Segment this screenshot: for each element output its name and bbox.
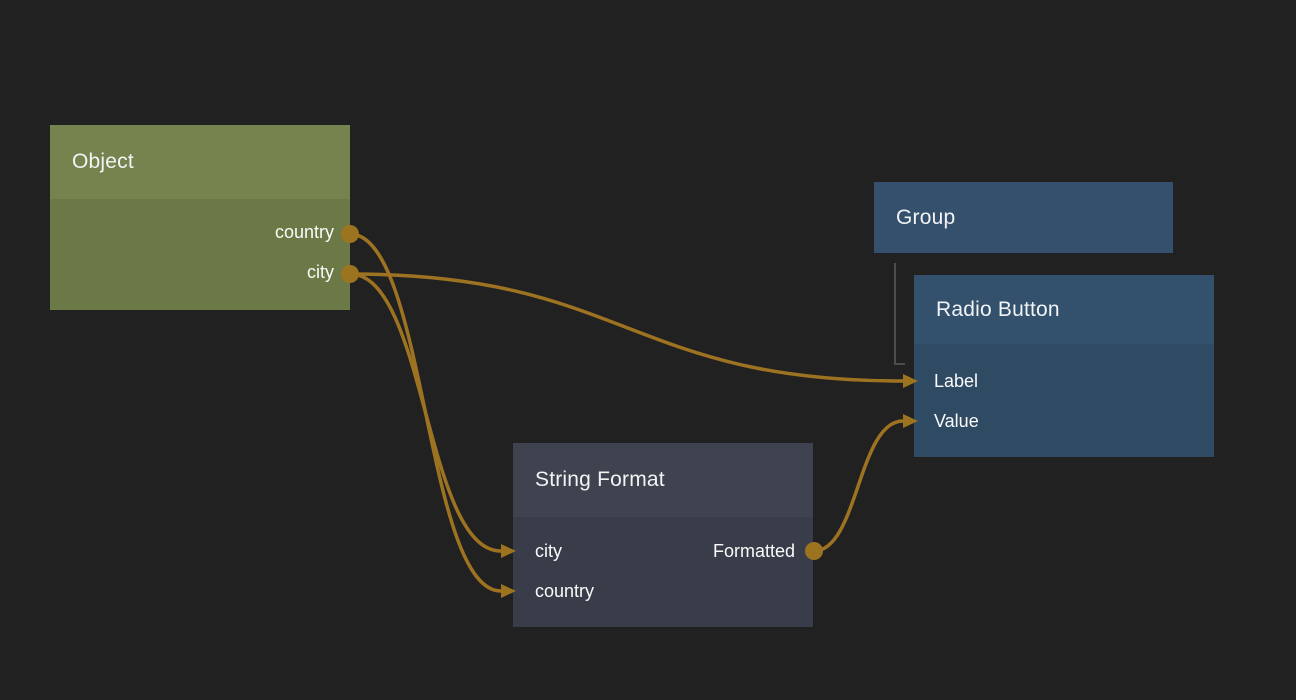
port-row-country: country [50,212,350,252]
node-string-format[interactable]: String Format city Formatted country [513,443,813,627]
wire-formatted-to-radio-value[interactable] [812,419,905,553]
node-object-header[interactable]: Object [50,125,350,199]
node-object-body: country city [50,199,350,310]
node-string-format-body: city Formatted country [513,517,813,627]
group-link-connector [894,263,905,365]
port-row-city-formatted: city Formatted [513,531,813,571]
port-row-country: country [513,571,813,611]
input-port-label-label: Label [934,370,979,391]
node-object-title: Object [72,150,134,173]
node-radio-button-body: Label Value [914,344,1214,457]
port-row-value: Value [914,401,1214,441]
node-group-title: Group [896,205,956,229]
input-port-label-country: country [535,580,595,601]
output-port-label-country: country [274,221,334,242]
node-string-format-title: String Format [535,468,665,491]
input-port-label-city: city [535,540,562,561]
wire-city-to-radio-label[interactable] [348,272,905,383]
port-row-label: Label [914,361,1214,401]
node-radio-button-header[interactable]: Radio Button [914,275,1214,344]
node-group[interactable]: Group [874,182,1173,253]
node-string-format-header[interactable]: String Format [513,443,813,517]
wire-city-to-stringformat-city[interactable] [348,272,503,553]
port-row-city: city [50,252,350,292]
output-port-label-city: city [307,261,334,282]
node-object[interactable]: Object country city [50,125,350,310]
wire-country-to-stringformat-country[interactable] [348,232,503,593]
node-group-header[interactable]: Group [874,182,1173,253]
input-port-label-value: Value [934,410,979,431]
output-port-label-formatted: Formatted [712,540,795,561]
node-radio-button[interactable]: Radio Button Label Value [914,275,1214,457]
node-radio-button-title: Radio Button [936,297,1060,321]
